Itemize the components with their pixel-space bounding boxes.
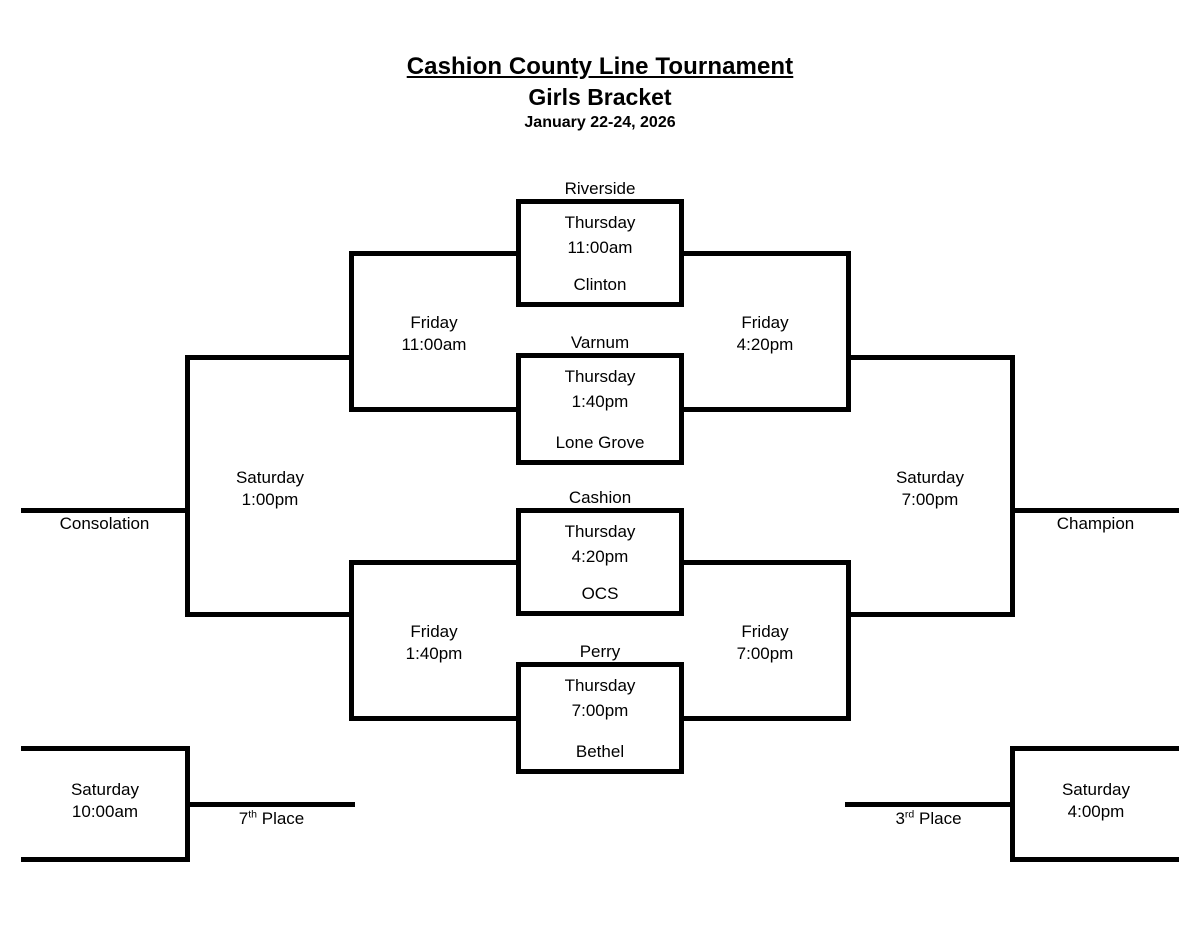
winners-lower-top-line — [720, 560, 851, 565]
winners-lower-vertical — [846, 560, 851, 721]
bracket-subtitle: Girls Bracket — [528, 84, 672, 110]
championship-vertical — [1010, 355, 1015, 617]
losers-upper-label: Friday 11:00am — [349, 312, 519, 356]
consolation-top-line — [185, 355, 354, 360]
losers-upper-day: Friday — [410, 313, 458, 332]
winners-upper-day: Friday — [741, 313, 789, 332]
champion-output-line — [1012, 508, 1179, 513]
consolation-vertical — [185, 355, 190, 617]
seventh-place-label: Saturday 10:00am — [21, 779, 189, 823]
consolation-bottom-line — [185, 612, 354, 617]
third-place-vertical — [1010, 746, 1015, 862]
seventh-place-time: 10:00am — [71, 802, 139, 821]
game-3-time: 4:20pm — [571, 547, 629, 566]
connector-game2-right — [680, 407, 724, 412]
game-2-day: Thursday — [564, 367, 636, 386]
seventh-place-output-line — [188, 802, 355, 807]
game-box-2: Thursday 1:40pm Lone Grove — [516, 353, 684, 465]
seventh-place-vertical — [185, 746, 190, 862]
team-label-perry: Perry — [579, 642, 621, 661]
connector-game3-left — [476, 560, 520, 565]
consolation-output-line — [21, 508, 188, 513]
third-place-outcome-label: 3rd Place — [845, 809, 1012, 829]
team-label-cashion: Cashion — [568, 488, 632, 507]
winners-lower-time: 7:00pm — [736, 644, 794, 663]
consolation-final-time: 1:00pm — [241, 490, 299, 509]
seventh-place-suffix: th — [248, 808, 257, 821]
team-label-riverside: Riverside — [564, 179, 636, 198]
losers-upper-vertical — [349, 251, 354, 412]
losers-lower-day: Friday — [410, 622, 458, 641]
team-label-ocs: OCS — [581, 584, 619, 603]
seventh-place-outcome-label: 7th Place — [188, 809, 355, 829]
losers-lower-time: 1:40pm — [405, 644, 463, 663]
game-1-day: Thursday — [564, 213, 636, 232]
third-place-top-line — [1010, 746, 1179, 751]
winners-upper-time: 4:20pm — [736, 335, 794, 354]
winners-lower-bottom-line — [720, 716, 851, 721]
winners-lower-day: Friday — [741, 622, 789, 641]
connector-game2-left — [476, 407, 520, 412]
tournament-dates: January 22-24, 2026 — [524, 114, 676, 131]
losers-upper-top-line — [349, 251, 480, 256]
team-label-clinton: Clinton — [573, 275, 627, 294]
seventh-place-ordinal: 7 — [238, 809, 249, 828]
winners-upper-top-line — [720, 251, 851, 256]
third-place-time: 4:00pm — [1067, 802, 1125, 821]
consolation-outcome-label: Consolation — [59, 514, 150, 533]
seventh-place-day: Saturday — [70, 780, 140, 799]
losers-lower-label: Friday 1:40pm — [349, 621, 519, 665]
team-label-bethel: Bethel — [575, 742, 625, 761]
team-label-varnum: Varnum — [570, 333, 630, 352]
championship-day: Saturday — [895, 468, 965, 487]
third-place-suffix: rd — [904, 808, 915, 821]
game-2-schedule: Thursday 1:40pm — [521, 364, 679, 414]
connector-game4-left — [476, 716, 520, 721]
losers-lower-vertical — [349, 560, 354, 721]
tournament-title: Cashion County Line Tournament — [406, 53, 794, 80]
seventh-place-top-line — [21, 746, 190, 751]
losers-upper-bottom-line — [349, 407, 480, 412]
third-place-ordinal: 3 — [895, 809, 905, 828]
championship-label: Saturday 7:00pm — [845, 467, 1015, 511]
connector-game3-right — [680, 560, 724, 565]
game-box-4: Thursday 7:00pm Bethel — [516, 662, 684, 774]
winners-upper-label: Friday 4:20pm — [680, 312, 850, 356]
winners-upper-bottom-line — [720, 407, 851, 412]
title-block: Cashion County Line Tournament Girls Bra… — [0, 52, 1200, 134]
game-1-time: 11:00am — [567, 238, 633, 257]
losers-lower-top-line — [349, 560, 480, 565]
connector-game1-right — [680, 251, 724, 256]
winners-lower-label: Friday 7:00pm — [680, 621, 850, 665]
game-box-3: Thursday 4:20pm OCS — [516, 508, 684, 616]
championship-top-line — [846, 355, 1015, 360]
team-label-lone-grove: Lone Grove — [555, 433, 645, 452]
winners-upper-vertical — [846, 251, 851, 412]
seventh-place-word: Place — [261, 809, 305, 828]
championship-bottom-line — [846, 612, 1015, 617]
third-place-word: Place — [919, 809, 962, 828]
game-3-schedule: Thursday 4:20pm — [521, 519, 679, 569]
third-place-label: Saturday 4:00pm — [1012, 779, 1180, 823]
seventh-place-bottom-line — [21, 857, 190, 862]
connector-game1-left — [476, 251, 520, 256]
third-place-day: Saturday — [1061, 780, 1131, 799]
game-4-time: 7:00pm — [571, 701, 629, 720]
third-place-bottom-line — [1010, 857, 1179, 862]
connector-game4-right — [680, 716, 724, 721]
consolation-final-label: Saturday 1:00pm — [185, 467, 355, 511]
game-box-1: Thursday 11:00am Clinton — [516, 199, 684, 307]
game-4-schedule: Thursday 7:00pm — [521, 673, 679, 723]
game-2-time: 1:40pm — [571, 392, 629, 411]
game-3-day: Thursday — [564, 522, 636, 541]
championship-time: 7:00pm — [901, 490, 959, 509]
consolation-final-day: Saturday — [235, 468, 305, 487]
third-place-output-line — [845, 802, 1012, 807]
losers-lower-bottom-line — [349, 716, 480, 721]
game-1-schedule: Thursday 11:00am — [521, 210, 679, 260]
champion-outcome-label: Champion — [1056, 514, 1135, 533]
game-4-day: Thursday — [564, 676, 636, 695]
losers-upper-time: 11:00am — [401, 335, 467, 354]
